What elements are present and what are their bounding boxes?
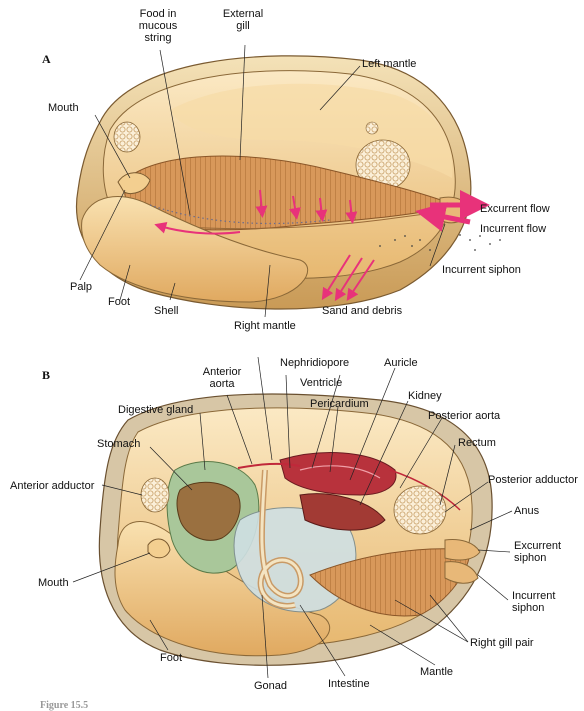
label-external-gill: External gill — [221, 8, 265, 32]
label-anus: Anus — [514, 505, 539, 517]
label-incurrent-flow: Incurrent flow — [480, 223, 546, 235]
label-shell: Shell — [154, 305, 178, 317]
panel-a-illustration — [77, 45, 501, 317]
label-ventricle: Ventricle — [300, 377, 342, 389]
label-right-gill-pair: Right gill pair — [470, 637, 534, 649]
label-incurrent-siphon-a: Incurrent siphon — [442, 264, 521, 276]
label-food-in-mucous-string: Food in mucous string — [127, 8, 189, 44]
label-excurrent-flow: Excurrent flow — [480, 203, 550, 215]
label-sand-and-debris: Sand and debris — [322, 305, 402, 317]
label-mouth-b: Mouth — [38, 577, 69, 589]
label-palp: Palp — [70, 281, 92, 293]
label-left-mantle: Left mantle — [362, 58, 416, 70]
label-incurrent-siphon-b: Incurrent siphon — [512, 590, 570, 614]
label-foot-b: Foot — [160, 652, 182, 664]
label-mouth-a: Mouth — [48, 102, 79, 114]
label-anterior-aorta: Anterior aorta — [198, 366, 246, 390]
label-rectum: Rectum — [458, 437, 496, 449]
label-intestine: Intestine — [328, 678, 370, 690]
figure-caption: Figure 15.5 — [40, 700, 88, 711]
label-nephridiopore: Nephridiopore — [280, 357, 349, 369]
label-kidney: Kidney — [408, 390, 442, 402]
label-digestive-gland: Digestive gland — [118, 404, 193, 416]
label-right-mantle: Right mantle — [234, 320, 296, 332]
panel-a-letter: A — [42, 52, 51, 67]
panel-b-letter: B — [42, 368, 50, 383]
label-posterior-adductor: Posterior adductor — [488, 474, 578, 486]
label-stomach: Stomach — [97, 438, 140, 450]
label-pericardium: Pericardium — [310, 398, 369, 410]
label-mantle: Mantle — [420, 666, 453, 678]
label-anterior-adductor: Anterior adductor — [10, 480, 94, 492]
label-foot-a: Foot — [108, 296, 130, 308]
label-gonad: Gonad — [254, 680, 287, 692]
label-posterior-aorta: Posterior aorta — [428, 410, 500, 422]
label-auricle: Auricle — [384, 357, 418, 369]
label-excurrent-siphon: Excurrent siphon — [514, 540, 572, 564]
